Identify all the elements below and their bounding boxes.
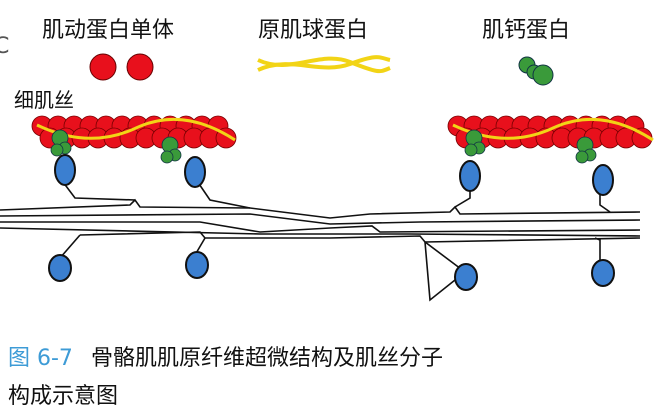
- thick-filament: [0, 177, 641, 302]
- troponin: [464, 143, 478, 157]
- caption-line-2: 构成示意图: [8, 384, 119, 409]
- figure-number: 图 6-7: [8, 346, 73, 371]
- actin-monomer-icon: [89, 53, 154, 81]
- tropomyosin-label: 原肌球蛋白: [258, 18, 369, 43]
- tropomyosin-icon: [257, 55, 391, 74]
- thin-filament-label: 细肌丝: [14, 88, 74, 112]
- tropomyosin-strand: [452, 117, 654, 142]
- thin-filament-left: [31, 115, 237, 164]
- actin-monomer-label: 肌动蛋白单体: [42, 18, 175, 43]
- myosin-heads: [48, 154, 615, 291]
- troponin-label: 肌钙蛋白: [482, 18, 571, 43]
- thin-filament-right: [447, 115, 654, 164]
- troponin: [50, 143, 64, 157]
- caption-title: 骨骼肌肌原纤维超微结构及肌丝分子: [90, 346, 443, 371]
- caption-line-1: 图 6-7 骨骼肌肌原纤维超微结构及肌丝分子: [8, 340, 443, 372]
- troponin-icon: [518, 56, 554, 86]
- troponin: [160, 150, 174, 164]
- panel-letter: C: [0, 34, 10, 59]
- troponin: [575, 150, 589, 164]
